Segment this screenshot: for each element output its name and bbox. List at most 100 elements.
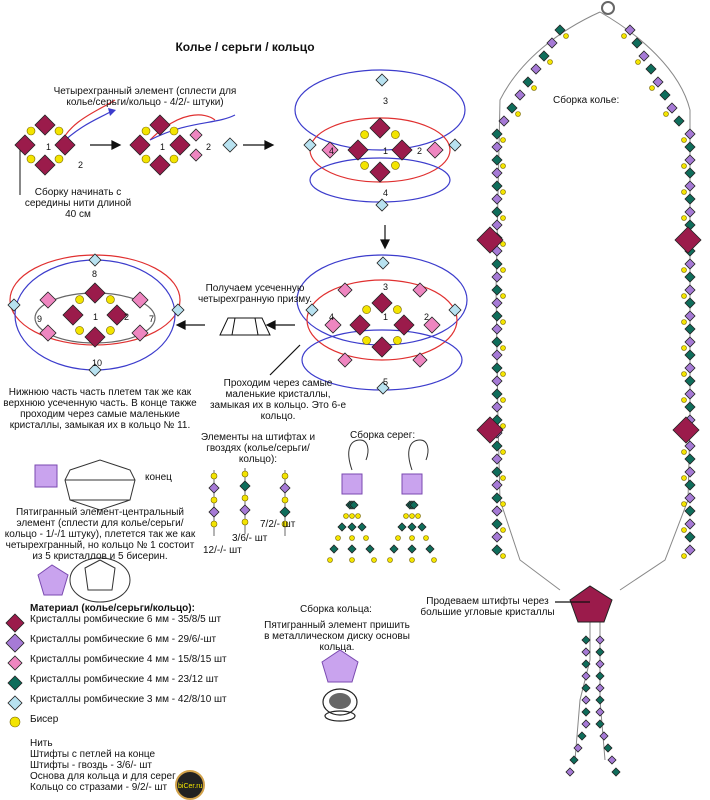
necklace-crystal-left	[491, 492, 503, 504]
step4-bead	[393, 305, 402, 314]
step2-small-crystal	[189, 148, 203, 162]
material-symbol	[7, 675, 23, 691]
step5-blue-top	[88, 253, 102, 267]
earring-bead	[409, 557, 415, 563]
necklace-crystal-right	[684, 518, 696, 530]
necklace-crystal-right	[684, 479, 696, 491]
necklace-crystal-right	[684, 531, 696, 543]
necklace-crystal-right	[684, 505, 696, 517]
step3-pink-right	[426, 141, 444, 159]
earring-crystal	[389, 544, 399, 554]
ring-number-s4-0: 3	[383, 282, 389, 292]
step4-bead	[362, 305, 371, 314]
end-shape	[34, 459, 136, 511]
earring-bead	[349, 535, 355, 541]
necklace-crystal-left	[491, 141, 503, 153]
pin-bead	[281, 520, 289, 528]
pin-bead	[281, 496, 289, 504]
pin-bead	[241, 494, 249, 502]
ring-number-s5-1: 9	[37, 314, 43, 324]
step2-crystal-bottom	[149, 154, 171, 176]
pointer-ring6	[269, 344, 301, 376]
step2-crystal-left	[129, 134, 151, 156]
necklace-crystal-right	[684, 258, 696, 270]
earrings	[341, 439, 429, 495]
material-label: Бисер	[30, 714, 59, 725]
necklace-crystal-left	[491, 271, 503, 283]
step5-blue-bottom	[88, 363, 102, 377]
ear-hook-left	[348, 439, 369, 471]
step1-crystal-right	[54, 134, 76, 156]
step1-crystal-top	[34, 114, 56, 136]
step2-bead	[169, 154, 179, 164]
pendant-crystal	[569, 755, 579, 765]
step2-crystal-right	[169, 134, 191, 156]
necklace-crystal-right	[684, 180, 696, 192]
arrow-head-1	[111, 140, 122, 150]
earring-crystal	[347, 544, 357, 554]
five-element-drawing	[69, 557, 131, 603]
page-title: Колье / серьги / кольцо	[175, 40, 315, 54]
earring-crystal	[409, 500, 419, 510]
end-label: конец	[145, 472, 172, 483]
necklace-bead	[515, 111, 521, 117]
necklace-crystal-left	[491, 310, 503, 322]
necklace-bead	[681, 397, 687, 403]
pendant-crystal	[581, 695, 591, 705]
necklace-bead	[500, 215, 506, 221]
ring-title: Сборка кольца:	[300, 604, 372, 615]
necklace-crystal-left	[491, 336, 503, 348]
four-element-title: Четырехгранный элемент (сплести для коль…	[53, 86, 237, 108]
necklace-crystal-right	[684, 492, 696, 504]
step-4	[296, 254, 468, 391]
necklace-crystal-left	[491, 284, 503, 296]
necklace-bead	[500, 449, 506, 455]
arrow-head-3	[380, 239, 390, 250]
earrings-title: Сборка серег:	[350, 430, 416, 441]
earring-bead	[349, 557, 355, 563]
clasp-ring	[601, 1, 615, 15]
necklace-note: Продеваем штифты через большие угловые к…	[420, 596, 555, 618]
necklace-bead	[500, 241, 506, 247]
ring-number-s4-3: 2	[424, 312, 430, 322]
necklace-bead	[681, 137, 687, 143]
necklace-crystal-left	[554, 24, 566, 36]
necklace-bead	[500, 137, 506, 143]
step2-crystal-top	[149, 114, 171, 136]
necklace-bead	[681, 553, 687, 559]
logo-circle	[176, 771, 204, 799]
step4-pink-b	[412, 282, 428, 298]
step4-crystal-left	[349, 314, 371, 336]
pendant-crystal	[581, 707, 591, 717]
pin-crystal	[208, 482, 220, 494]
necklace-crystal-right	[684, 271, 696, 283]
step4-pink-left	[324, 316, 342, 334]
step5-bead	[106, 295, 115, 304]
earring-bead	[403, 513, 409, 519]
step-arrows	[90, 140, 590, 603]
bottom-note: Нижнюю часть часть плетем так же как вер…	[3, 387, 197, 431]
necklace-crystal-right	[684, 453, 696, 465]
necklace-crystal-left	[491, 128, 503, 140]
step2-bead	[169, 126, 179, 136]
necklace-crystal-left	[498, 115, 510, 127]
necklace-crystal-left	[546, 37, 558, 49]
ring-assembly	[321, 649, 359, 722]
necklace-crystal-right	[684, 544, 696, 556]
earring-bead	[349, 513, 355, 519]
pins-count-1: 12/-/- шт	[203, 545, 242, 556]
ring6-note: Проходим через самые маленькие кристаллы…	[209, 378, 347, 422]
step4-blue-left	[305, 303, 319, 317]
step5-crystal-left	[62, 304, 84, 326]
arrow-head-blue	[108, 108, 116, 116]
necklace-crystal-left	[538, 50, 550, 62]
pin-bead	[210, 496, 218, 504]
material-extra: Штифты с петлей на конце	[30, 749, 156, 760]
necklace-bead	[500, 423, 506, 429]
necklace-bead	[563, 33, 569, 39]
necklace-bead	[681, 371, 687, 377]
material-symbol	[7, 655, 23, 671]
step5-crystal-top	[84, 282, 106, 304]
step3-crystal-top	[369, 117, 391, 139]
earring-crystal	[337, 522, 347, 532]
